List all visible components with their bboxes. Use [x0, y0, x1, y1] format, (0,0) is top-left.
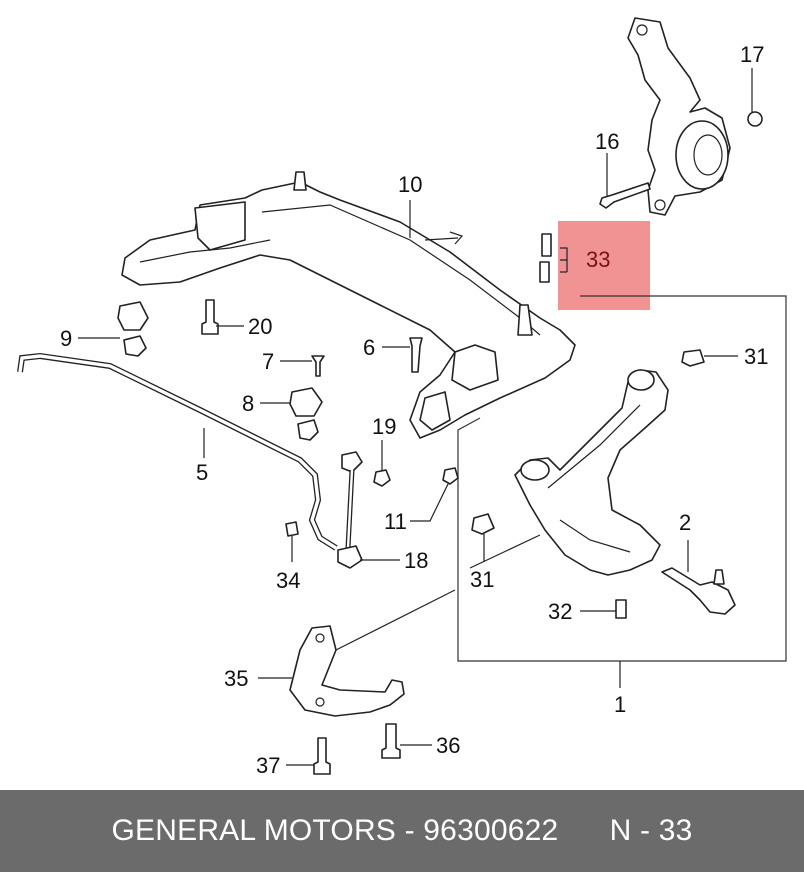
bolt-36-part [381, 723, 401, 759]
bushing-9-part [123, 335, 147, 357]
footer-separator: - [396, 814, 424, 847]
bolt-20-part [201, 299, 219, 335]
crossmember-part [121, 171, 576, 439]
nut-19-part [373, 469, 391, 487]
ball-joint-part [661, 567, 736, 615]
callout-35: 35 [224, 666, 248, 691]
nut-11-part [442, 467, 459, 485]
highlight-box-33 [558, 221, 650, 310]
leader-lines [78, 68, 753, 766]
footer-gap [558, 814, 609, 847]
callout-7: 7 [262, 349, 274, 374]
callout-16: 16 [595, 129, 619, 154]
assembly-frame-1 [457, 295, 787, 662]
footer-part-number: 96300622 [423, 814, 559, 847]
callout-37: 37 [256, 753, 280, 778]
lower-control-arm-part [514, 369, 669, 576]
footer-caption: GENERAL MOTORS - 96300622 N - 33 [112, 814, 693, 848]
parts-exploded-diagram: 1 2 5 6 7 8 9 10 11 16 17 18 19 20 31 31… [17, 17, 787, 778]
bolt-32-part [615, 599, 627, 619]
steering-knuckle-part [627, 17, 731, 216]
pin-33-lower-part [539, 261, 550, 283]
callout-17: 17 [740, 42, 764, 67]
callout-18: 18 [404, 548, 428, 573]
callout-11: 11 [384, 509, 407, 534]
footer-brand: GENERAL MOTORS [111, 814, 397, 847]
callout-2: 2 [679, 510, 691, 535]
callout-20: 20 [248, 314, 272, 339]
callout-34: 34 [276, 568, 300, 593]
clamp-8-part [289, 387, 323, 417]
callout-36: 36 [436, 733, 460, 758]
callout-8: 8 [242, 391, 254, 416]
callout-19: 19 [372, 414, 396, 439]
callout-9: 9 [60, 326, 72, 351]
pin-33-upper-part [541, 233, 552, 257]
nut-17-part [747, 111, 763, 127]
bolt-7-part [311, 355, 325, 377]
callout-31-upper: 31 [744, 344, 768, 369]
callout-6: 6 [363, 335, 375, 360]
callout-5: 5 [196, 460, 208, 485]
stabilizer-link-part [337, 451, 363, 569]
callout-1: 1 [614, 692, 626, 717]
footer-position-ref: N - 33 [609, 814, 693, 847]
footer-bar: GENERAL MOTORS - 96300622 N - 33 [0, 790, 804, 872]
bushing-31-lower-part [471, 513, 495, 535]
callout-31-lower: 31 [470, 567, 494, 592]
callout-32: 32 [548, 599, 572, 624]
bushing-31-upper-part [681, 349, 705, 367]
bolt-6-part [409, 337, 423, 373]
callout-10: 10 [398, 172, 422, 197]
clamp-9-part [117, 301, 149, 331]
callout-33: 33 [586, 247, 610, 272]
bolt-16-part [599, 182, 651, 209]
bolt-37-part [313, 737, 331, 775]
stabilizer-bar-part [17, 352, 338, 551]
bracket-35-part [289, 625, 405, 717]
bushing-8-part [297, 419, 319, 441]
nut-34-part [285, 521, 299, 537]
